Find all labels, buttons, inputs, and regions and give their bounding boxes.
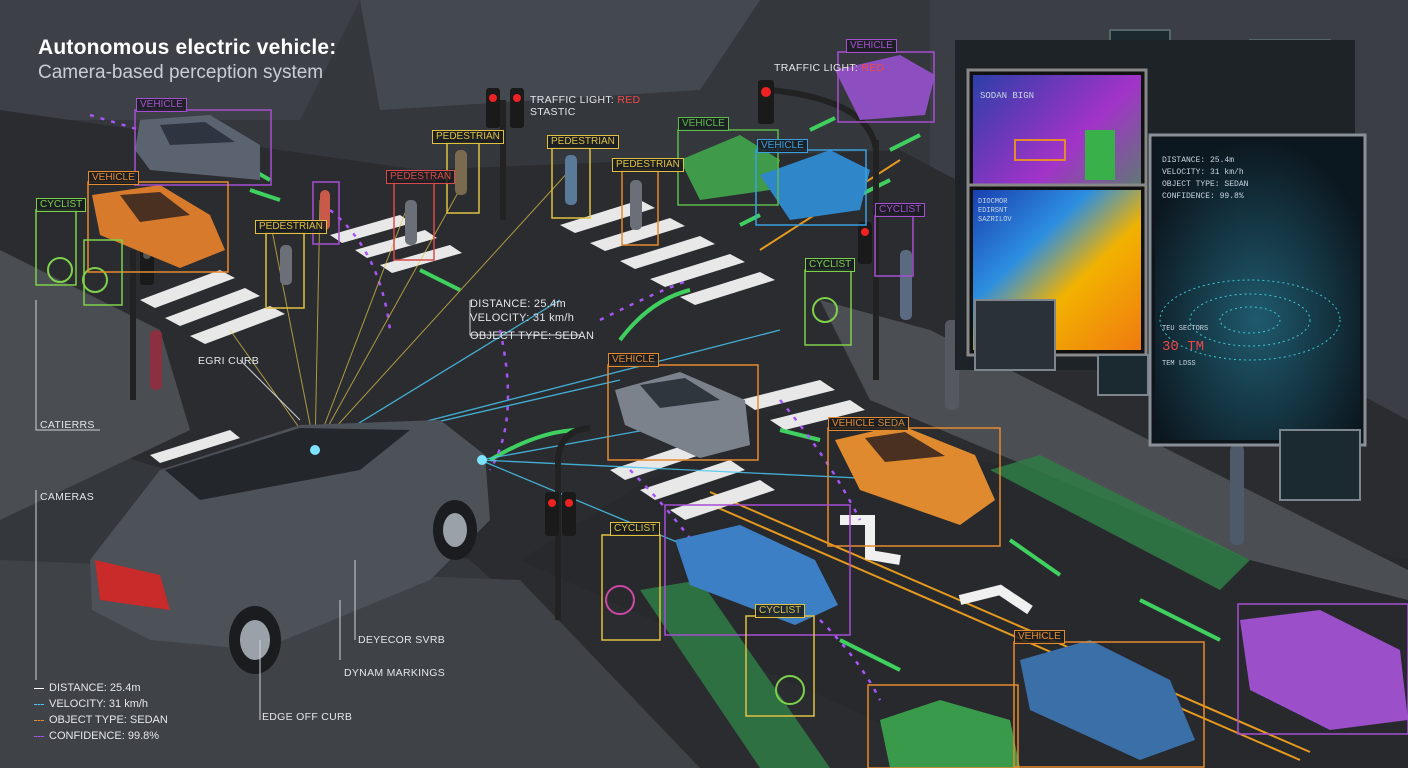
traffic-light-right-text: TRAFFIC LIGHT: — [774, 62, 859, 74]
readout-velocity: VELOCITY: 31 km/h — [470, 312, 575, 324]
car-blue-bottom — [675, 525, 838, 625]
depth-label-1: DIOCMOR — [978, 198, 1008, 206]
label-vehicle-left-orange: VEHICLE — [88, 171, 139, 185]
car-gray-center — [615, 372, 750, 458]
lidar-big: 30 TM — [1162, 339, 1204, 355]
label-pedestrian-left: PEDESTRIAN — [255, 220, 327, 234]
sidewalk-left — [0, 250, 190, 520]
callout-dynam-markings: DYNAM MARKINGS — [344, 667, 446, 679]
callout-egri-curb: EGRI CURB — [198, 355, 260, 367]
legend-item: VELOCITY: 31 km/h — [34, 696, 168, 712]
lidar-line-3: OBJECT TYPE: SEDAN — [1162, 180, 1249, 189]
legend-label: OBJECT TYPE: SEDAN — [49, 714, 168, 726]
traffic-light-pole-right — [758, 80, 879, 380]
label-vehicle-top-right: VEHICLE — [846, 39, 897, 53]
bike-lane-bottom — [640, 580, 830, 768]
building-top-left — [0, 0, 360, 120]
traffic-light-center-text: TRAFFIC LIGHT: — [530, 94, 615, 106]
car-orange-right — [835, 425, 995, 525]
label-vehicle-center-gray: VEHICLE — [608, 353, 659, 367]
car-purple-bottom — [1240, 610, 1408, 730]
label-traffic-light-center-static: STASTIC — [530, 106, 576, 118]
lidar-small: TEU SECTORS — [1162, 325, 1208, 333]
sidewalk-right — [820, 300, 1408, 600]
traffic-light-pole-center — [486, 88, 524, 220]
diagram-title: Autonomous electric vehicle: — [38, 36, 337, 59]
turn-arrow — [958, 584, 1033, 615]
camera-fov-lines — [229, 169, 571, 451]
car-purple-top — [835, 55, 935, 120]
lidar-screen — [1148, 133, 1367, 447]
car-blue-top — [760, 150, 870, 220]
legend-item: OBJECT TYPE: SEDAN — [34, 712, 168, 728]
readout-object-type: OBJECT TYPE: SEDAN — [470, 330, 595, 342]
people-figures — [47, 150, 1244, 705]
label-traffic-light-center: TRAFFIC LIGHT: RED — [530, 94, 640, 106]
label-vehicle-blue: VEHICLE — [757, 139, 808, 153]
readout-distance: DISTANCE: 25.4m — [470, 298, 566, 310]
label-cyclist-far-right: CYCLIST — [805, 258, 856, 272]
trajectories — [89, 113, 882, 701]
callout-catierrs: CATIERRS — [40, 419, 95, 431]
car-blue-suv — [1020, 640, 1195, 760]
depth-label-2: EDIRSNT — [978, 207, 1007, 215]
diagram-subtitle: Camera-based perception system — [38, 62, 324, 83]
building-top-center — [360, 0, 760, 110]
vehicle-orange-right-suffix: SEDA — [877, 418, 905, 429]
lidar-footer: TEM LDSS — [1162, 360, 1196, 368]
car-orange-left — [92, 185, 225, 268]
callout-cameras: CAMERAS — [40, 491, 95, 503]
label-pedestrian-right1: PEDESTRIAN — [547, 135, 619, 149]
lidar-line-2: VELOCITY: 31 km/h — [1162, 168, 1244, 177]
ego-vehicle — [90, 420, 490, 674]
car-green-bottom — [880, 700, 1020, 768]
legend-swatch — [34, 687, 44, 689]
legend-item: CONFIDENCE: 99.8% — [34, 728, 168, 744]
callout-lines — [35, 300, 580, 720]
legend-label: DISTANCE: 25.4m — [49, 682, 141, 694]
car-green — [680, 135, 780, 200]
control-panel — [974, 299, 1361, 501]
label-vehicle-orange-right: VEHICLE SEDA — [828, 417, 909, 431]
traffic-light-right-state: RED — [861, 62, 885, 74]
lane-line — [709, 491, 1311, 753]
lane-line — [699, 499, 1301, 761]
label-traffic-light-right: TRAFFIC LIGHT: RED — [774, 62, 884, 74]
legend-item: DISTANCE: 25.4m — [34, 680, 168, 696]
label-vehicle-top-left: VEHICLE — [136, 98, 187, 112]
label-cyclist-bottom-left: CYCLIST — [610, 522, 661, 536]
label-vehicle-green: VEHICLE — [678, 117, 729, 131]
label-vehicle-bottom-blue: VEHICLE — [1014, 630, 1065, 644]
callout-deyecor-svrb: DEYECOR SVRB — [358, 634, 446, 646]
callout-edge-off-curb: EDGE OFF CURB — [262, 711, 353, 723]
legend-label: CONFIDENCE: 99.8% — [49, 730, 160, 742]
traffic-light-pole-bottom — [545, 425, 591, 620]
legend-swatch — [34, 735, 44, 737]
detection-boxes — [35, 51, 1408, 768]
label-cyclist-right: CYCLIST — [875, 203, 926, 217]
crosswalk-top — [560, 200, 775, 305]
label-cyclist-left: CYCLIST — [36, 198, 87, 212]
legend: DISTANCE: 25.4m VELOCITY: 31 km/h OBJECT… — [34, 680, 168, 744]
traffic-light-center-state: RED — [617, 94, 641, 106]
lidar-line-1: DISTANCE: 25.4m — [1162, 156, 1234, 165]
legend-swatch — [34, 703, 44, 705]
lidar-line-4: CONFIDENCE: 99.8% — [1162, 192, 1244, 201]
label-pedestrian-crossing: PEDESTRAN — [386, 170, 456, 184]
label-pedestrian-center: PEDESTRIAN — [432, 130, 504, 144]
label-cyclist-bottom: CYCLIST — [755, 604, 806, 618]
car-top-left — [135, 115, 260, 180]
depth-label-3: SAZRILOV — [978, 216, 1012, 224]
vehicle-orange-right-text: VEHICLE — [832, 418, 875, 429]
turn-arrow — [840, 515, 901, 565]
legend-label: VELOCITY: 31 km/h — [49, 698, 149, 710]
bike-lane-right — [990, 455, 1250, 590]
segmentation-label: SODAN BIGN — [980, 91, 1034, 101]
legend-swatch — [34, 719, 44, 721]
label-pedestrian-right2: PEDESTRIAN — [612, 158, 684, 172]
